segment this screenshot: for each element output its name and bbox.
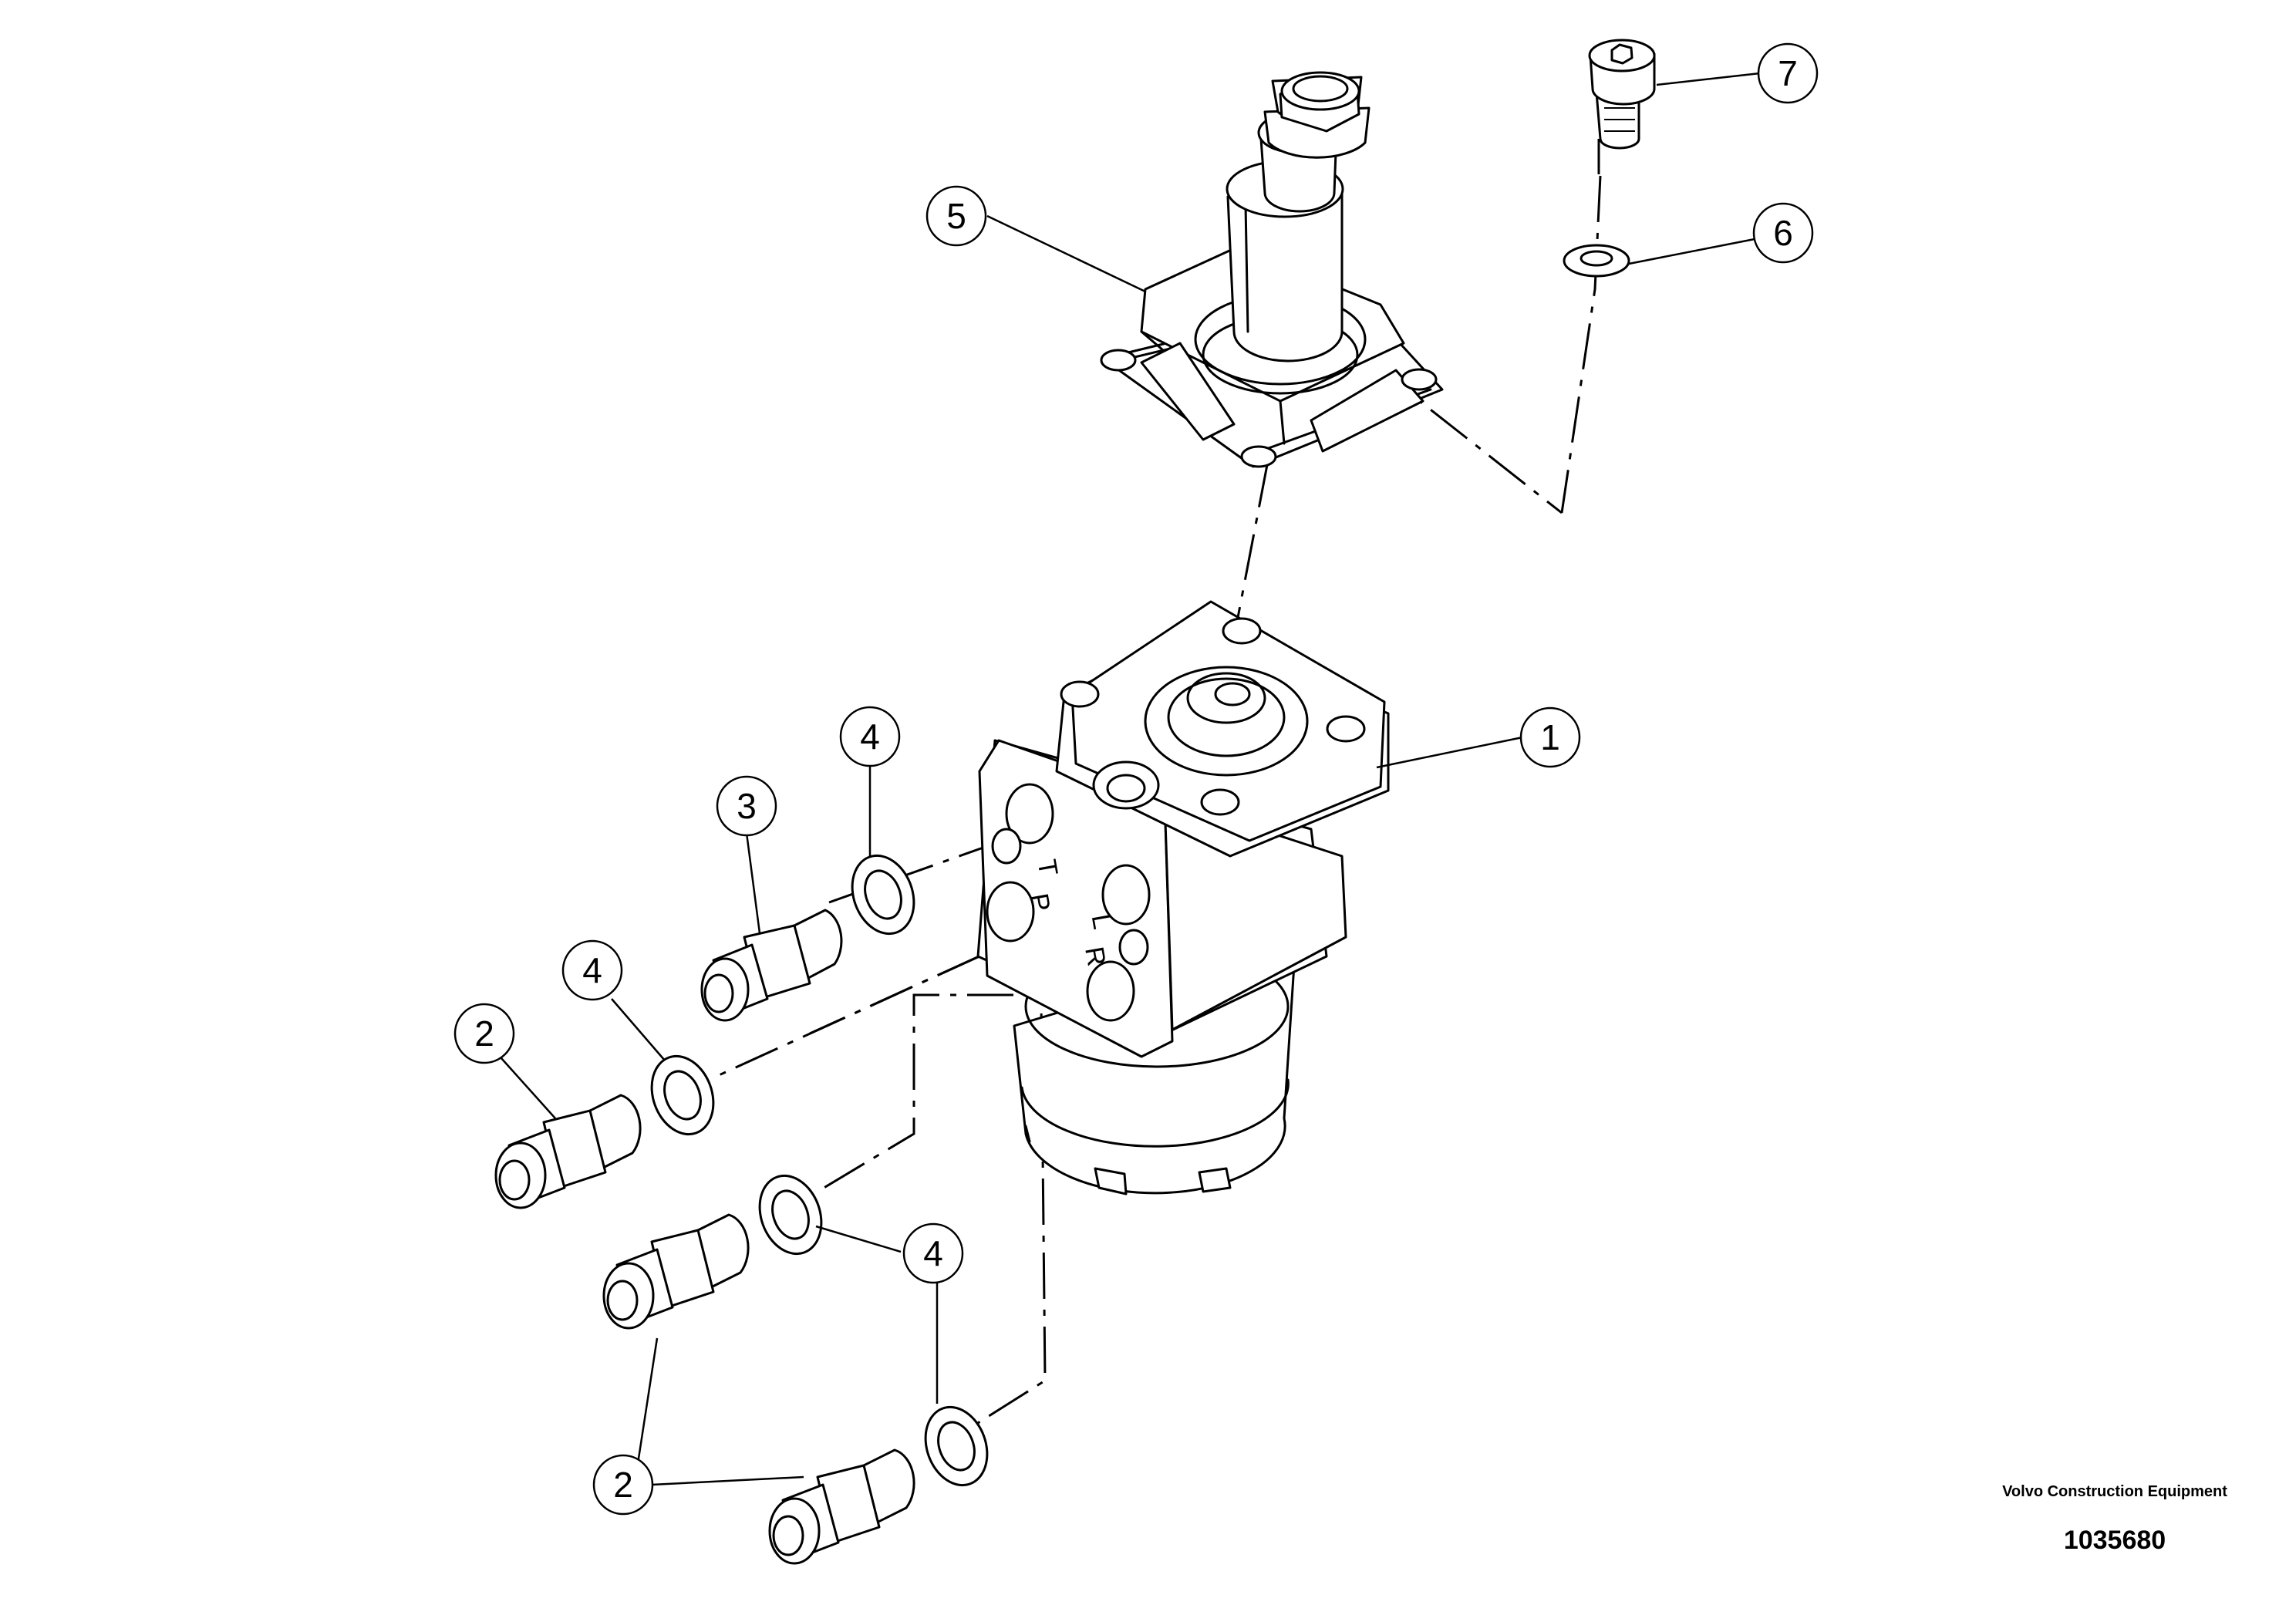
callout-5: 5 [925, 185, 987, 247]
steering-column-part-5 [1100, 71, 1444, 468]
seal-washer-part-4-d [924, 1405, 989, 1487]
callout-5-label: 5 [946, 196, 966, 236]
screw-part-7 [1588, 39, 1656, 150]
callout-3-label: 3 [737, 786, 757, 826]
callout-4-left-label: 4 [582, 950, 602, 990]
leader-lines [501, 72, 1761, 1489]
callout-2-upper-label: 2 [474, 1013, 494, 1054]
callout-1-label: 1 [1540, 717, 1560, 757]
callout-2-upper: 2 [453, 1003, 515, 1064]
adapter-part-2-lower [768, 1448, 915, 1565]
callout-2-lower: 2 [592, 1454, 654, 1516]
washer-part-6 [1563, 244, 1630, 278]
callout-4-top-label: 4 [860, 717, 880, 757]
seal-washer-part-4-a [851, 854, 915, 936]
callout-3: 3 [716, 775, 777, 837]
callout-4-bottom: 4 [902, 1222, 964, 1284]
adapter-part-2-upper [494, 1094, 642, 1209]
callout-4-left: 4 [561, 939, 623, 1001]
callout-7-label: 7 [1778, 53, 1798, 93]
callout-4-top: 4 [839, 706, 901, 767]
steering-valve-part-1: T P L R [976, 600, 1390, 1195]
adapter-part-3 [700, 909, 843, 1022]
callout-4-bottom-label: 4 [923, 1233, 943, 1273]
adapter-part-2-middle [602, 1213, 750, 1330]
callout-6-label: 6 [1773, 213, 1793, 253]
callout-1: 1 [1519, 706, 1581, 768]
company-credit: Volvo Construction Equipment [2002, 1483, 2227, 1500]
seal-washer-part-4-c [758, 1174, 823, 1256]
callout-2-lower-label: 2 [613, 1465, 633, 1505]
seal-washer-part-4-b [650, 1054, 715, 1136]
image-id: 1035680 [2063, 1526, 2166, 1555]
callout-7: 7 [1757, 42, 1819, 104]
callout-6: 6 [1752, 202, 1814, 264]
